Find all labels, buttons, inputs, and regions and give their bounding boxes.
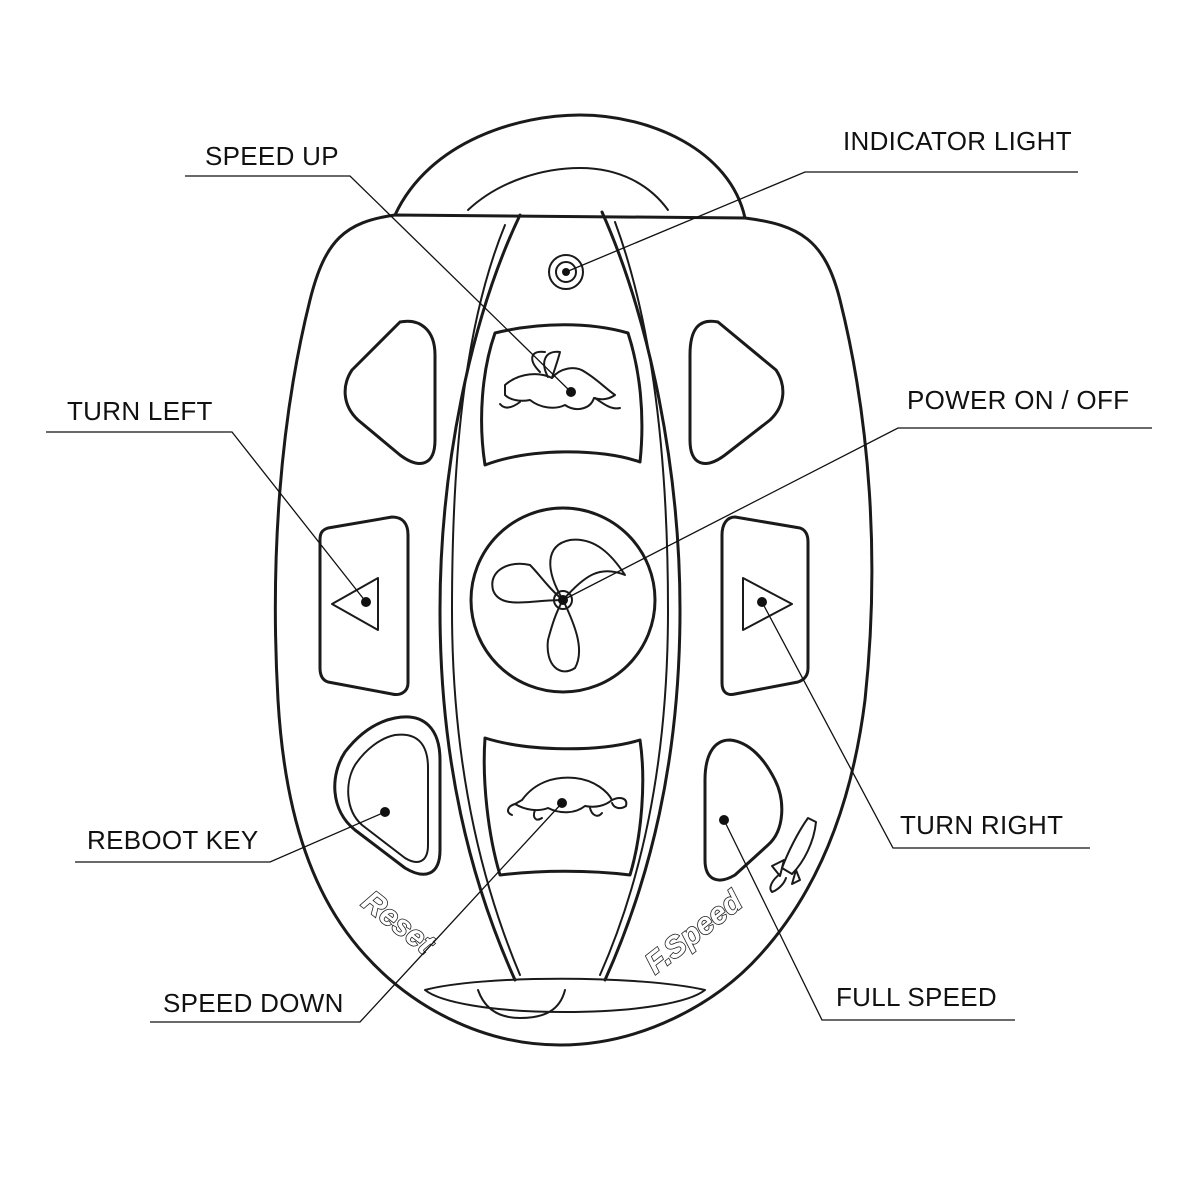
reboot-key-button[interactable]: [333, 715, 442, 876]
reset-engraving: Reset: [356, 885, 442, 963]
turn-left-leader: [46, 431, 367, 603]
fspeed-engraving: F.Speed: [639, 884, 749, 980]
speed-down-leader: [150, 802, 563, 1023]
indicator-light: [548, 254, 584, 290]
speed-up-label: SPEED UP: [205, 141, 339, 171]
right-arrow-icon: [742, 577, 793, 631]
full-speed-label: FULL SPEED: [836, 982, 997, 1012]
full-speed-leader: [723, 819, 1015, 1021]
reboot-leader: [75, 811, 386, 863]
indicator-light-label: INDICATOR LIGHT: [843, 126, 1072, 156]
indicator-leader: [565, 171, 1078, 273]
turn-right-label: TURN RIGHT: [900, 810, 1063, 840]
turn-left-button[interactable]: [318, 515, 410, 696]
right-upper-button[interactable]: [688, 319, 785, 465]
lanyard-loop-inner: [467, 167, 669, 211]
speed-down-label: SPEED DOWN: [163, 988, 344, 1018]
bottom-grip: [424, 977, 706, 1013]
left-arrow-icon: [331, 577, 379, 631]
power-button[interactable]: [469, 506, 657, 694]
remote-shell: [273, 213, 874, 1047]
rabbit-icon: [499, 350, 621, 411]
lanyard-loop: [393, 113, 747, 220]
power-leader: [562, 427, 1152, 601]
rocket-icon: [769, 817, 817, 893]
turn-left-label: TURN LEFT: [67, 396, 213, 426]
bottom-grip-notch: [477, 989, 566, 1019]
leader-lines: [46, 171, 1152, 1023]
speed-down-button[interactable]: [482, 736, 645, 877]
left-upper-button[interactable]: [343, 319, 437, 465]
speed-up-button[interactable]: [480, 323, 644, 467]
reboot-key-label: REBOOT KEY: [87, 825, 259, 855]
turtle-icon: [507, 776, 628, 821]
turn-right-leader: [761, 601, 1090, 849]
turn-right-button[interactable]: [720, 515, 810, 696]
center-spine: [438, 210, 682, 982]
full-speed-button[interactable]: [703, 738, 817, 893]
power-label: POWER ON / OFF: [907, 385, 1129, 415]
speed-up-leader: [185, 175, 572, 393]
propeller-icon: [491, 538, 626, 673]
callout-labels: SPEED UP INDICATOR LIGHT TURN LEFT POWER…: [67, 126, 1129, 1018]
